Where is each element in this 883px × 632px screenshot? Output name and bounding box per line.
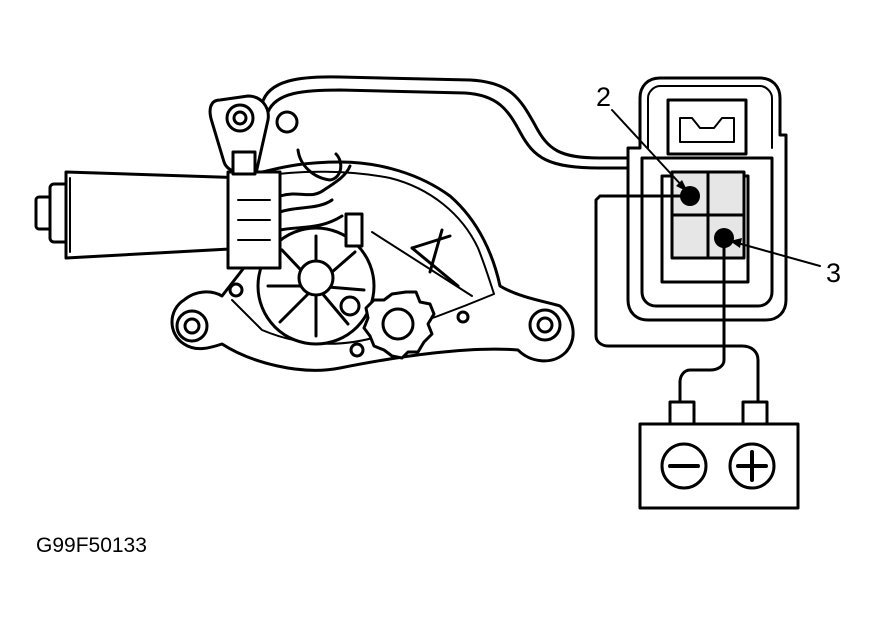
positive-lead	[678, 236, 726, 406]
motor-terminal-block	[226, 148, 364, 270]
callout-3-leader	[733, 241, 821, 267]
callout-2-label: 2	[596, 82, 611, 112]
cross-lever	[410, 228, 460, 288]
large-gear-hub	[297, 259, 335, 297]
callout-3-label: 3	[826, 258, 841, 288]
mounting-holes	[175, 103, 562, 358]
gear-train	[256, 226, 473, 360]
small-hole	[456, 310, 470, 324]
motor-cylinder	[64, 170, 250, 260]
terminal-block-tab	[231, 150, 257, 176]
cross-lever-arm	[371, 231, 473, 297]
battery-post-right	[741, 400, 769, 428]
test-leads	[594, 194, 760, 406]
small-hole	[349, 342, 365, 358]
wire-clip	[344, 212, 364, 248]
small-hole	[228, 282, 244, 298]
gear-pin	[339, 295, 361, 317]
callout-2-leader	[611, 109, 685, 189]
output-shaft	[381, 307, 415, 341]
negative-lead	[594, 194, 760, 406]
figure-code: G99F50133	[36, 534, 147, 557]
callout-leaders	[611, 109, 821, 267]
wire-harness	[260, 75, 632, 170]
battery-post-left	[668, 400, 696, 428]
mounting-hole-upper	[275, 110, 299, 134]
wiper-motor-connector	[626, 76, 788, 322]
motor-housing	[34, 170, 250, 260]
battery	[638, 400, 800, 510]
